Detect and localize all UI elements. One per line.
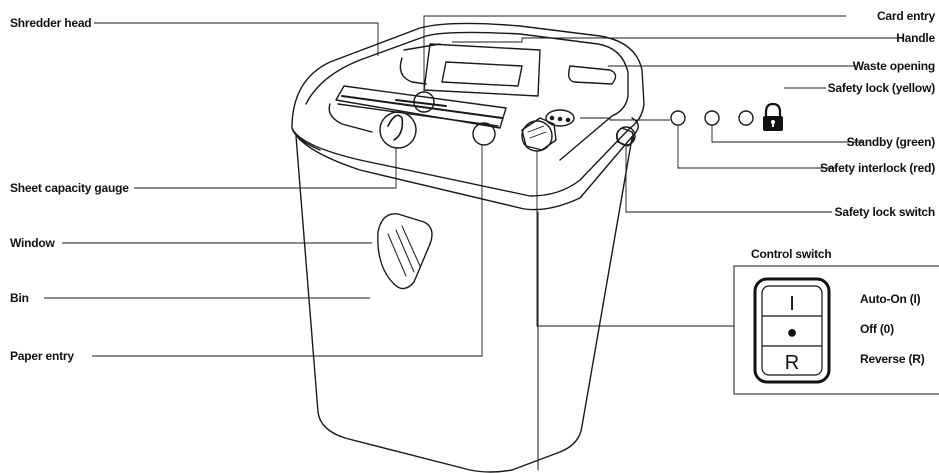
head-rim: [291, 117, 639, 211]
label-sheet-capacity-gauge: Sheet capacity gauge: [10, 181, 129, 195]
handle-recess: [423, 43, 541, 97]
label-standby-green: Standby (green): [846, 135, 936, 149]
waste-opening: [567, 65, 617, 85]
control-switch-inset: I ● R: [733, 265, 939, 395]
switch-symbol-reverse: R: [785, 352, 799, 374]
label-safety-lock-switch: Safety lock switch: [834, 205, 936, 219]
led-interlock-indicator: [670, 110, 686, 126]
switch-label-auto-on: Auto-On (I): [860, 292, 921, 306]
label-card-entry: Card entry: [876, 9, 935, 23]
shredder-head-shell: [291, 22, 645, 197]
control-switch-title: Control switch: [751, 247, 832, 261]
label-window: Window: [10, 236, 55, 250]
bin-window: [377, 213, 433, 290]
label-bin: Bin: [10, 291, 29, 305]
switch-symbol-off: ●: [787, 322, 798, 342]
label-safety-interlock-red: Safety interlock (red): [820, 161, 935, 175]
switch-symbol-on: I: [789, 293, 795, 315]
label-shredder-head: Shredder head: [10, 16, 92, 30]
label-paper-entry: Paper entry: [10, 349, 74, 363]
card-entry-slot: [395, 99, 447, 107]
label-handle: Handle: [896, 31, 935, 45]
bin-body: [295, 135, 633, 473]
led-safety-lock-indicator: [738, 110, 754, 126]
switch-label-reverse: Reverse (R): [860, 352, 925, 366]
padlock-icon: [763, 102, 783, 131]
paper-entry-slot: [341, 95, 503, 119]
capacity-gauge: [387, 114, 404, 141]
head-control-switch: [521, 117, 557, 151]
led-cluster: [545, 109, 575, 127]
label-safety-lock-yellow: Safety lock (yellow): [827, 81, 936, 95]
label-waste-opening: Waste opening: [852, 59, 935, 73]
switch-label-off: Off (0): [860, 322, 894, 336]
led-standby-indicator: [704, 110, 720, 126]
